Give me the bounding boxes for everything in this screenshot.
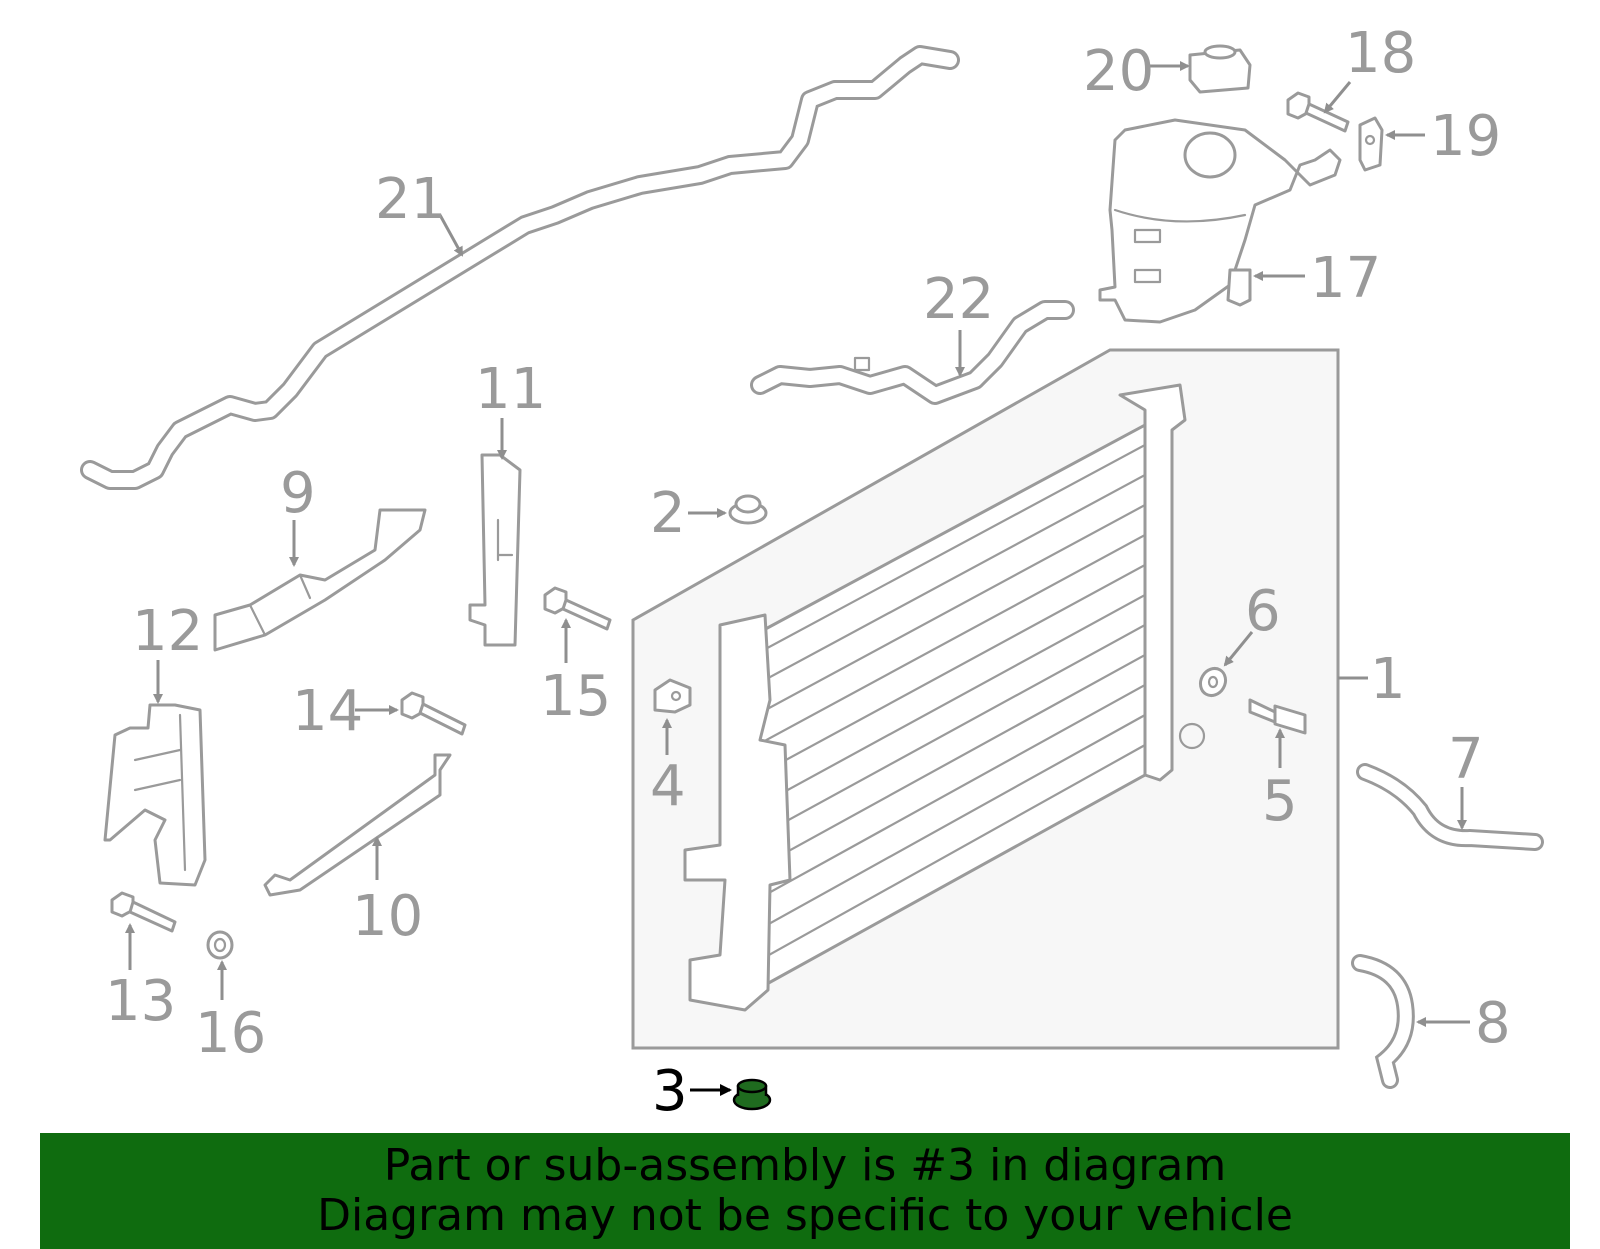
- banner-line-2: Diagram may not be specific to your vehi…: [317, 1190, 1293, 1241]
- callout-13: 13: [105, 969, 176, 1034]
- callout-8: 8: [1475, 991, 1511, 1056]
- callout-11: 11: [475, 357, 546, 422]
- callout-6: 6: [1245, 579, 1281, 644]
- cap-part-20[interactable]: [1188, 44, 1252, 94]
- callout-22: 22: [923, 267, 994, 332]
- callout-17: 17: [1310, 246, 1381, 311]
- leader-18: [1323, 81, 1352, 114]
- callout-21: 21: [375, 167, 446, 232]
- sensor-part-5[interactable]: [1248, 698, 1307, 735]
- callout-3: 3: [652, 1059, 688, 1124]
- bolt-part-15[interactable]: [543, 586, 612, 631]
- bolt-part-18[interactable]: [1286, 91, 1350, 133]
- bolt-part-13[interactable]: [110, 891, 177, 933]
- callout-1: 1: [1370, 647, 1406, 712]
- callout-14: 14: [292, 679, 363, 744]
- info-banner: Part or sub-assembly is #3 in diagram Di…: [40, 1133, 1570, 1249]
- baffle-part-11[interactable]: [468, 453, 522, 647]
- grommet-part-2[interactable]: [728, 494, 768, 525]
- bolt-part-14[interactable]: [400, 691, 467, 736]
- callout-7: 7: [1448, 727, 1484, 792]
- support-bar-part-10[interactable]: [263, 753, 452, 897]
- callout-16: 16: [195, 1001, 266, 1066]
- callout-18: 18: [1345, 21, 1416, 86]
- callout-5: 5: [1262, 769, 1298, 834]
- clip-part-19[interactable]: [1358, 116, 1384, 172]
- washer-part-6[interactable]: [1196, 664, 1231, 700]
- air-guide-part-12[interactable]: [103, 703, 207, 887]
- washer-part-16[interactable]: [206, 930, 234, 960]
- callout-10: 10: [352, 884, 423, 949]
- callout-4: 4: [650, 754, 686, 819]
- callout-2: 2: [650, 481, 686, 546]
- callout-9: 9: [280, 461, 316, 526]
- isolator-part-3[interactable]: [732, 1078, 772, 1111]
- callout-20: 20: [1083, 39, 1154, 104]
- callout-19: 19: [1430, 104, 1501, 169]
- banner-line-1: Part or sub-assembly is #3 in diagram: [383, 1140, 1227, 1191]
- bracket-part-4[interactable]: [653, 678, 692, 714]
- radiator-part[interactable]: [683, 383, 1206, 1012]
- reservoir-part-17[interactable]: [1098, 118, 1342, 324]
- callout-15: 15: [540, 664, 611, 729]
- callout-12: 12: [132, 599, 203, 664]
- hose-part-21[interactable]: [80, 45, 960, 490]
- leader-6: [1223, 631, 1254, 667]
- leader-21: [438, 214, 464, 257]
- deflector-part-9[interactable]: [213, 508, 427, 652]
- hose-part-22[interactable]: [750, 300, 1075, 405]
